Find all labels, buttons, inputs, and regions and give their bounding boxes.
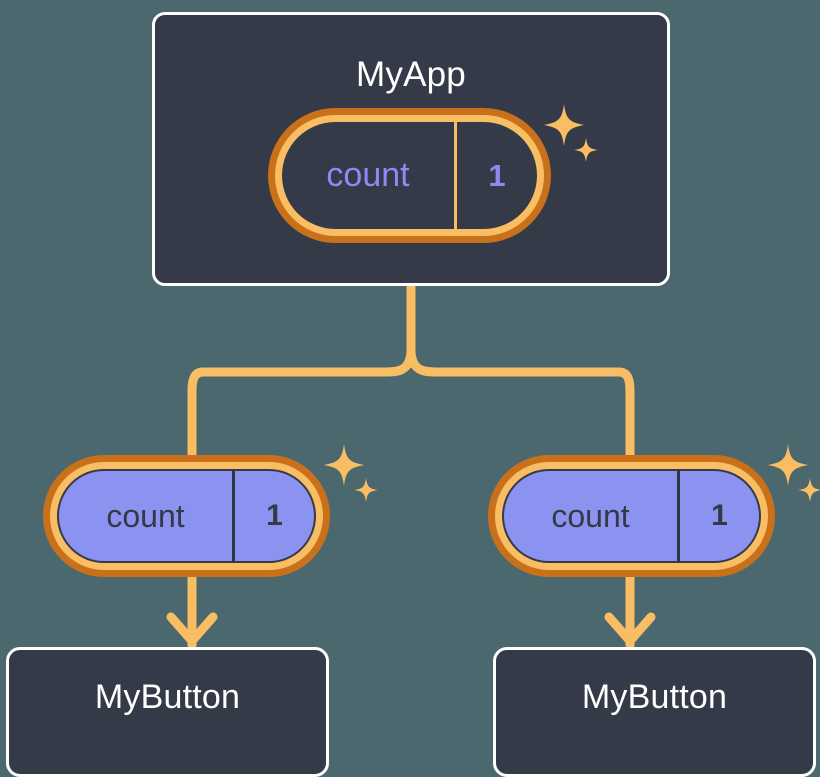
state-key: count [551,497,630,534]
component-label: MyButton [94,678,241,716]
state-pill-body: count 1 [57,469,316,563]
state-pill-ring: count 1 [275,115,544,236]
component-label: MyButton [581,678,728,716]
state-key: count [326,156,410,194]
arrow-down-icon-left [166,612,218,646]
component-card-mybutton-left[interactable]: MyButton [6,647,329,777]
connector-branch-right [406,345,635,475]
page-title: MyApp [356,55,466,94]
connector-branch-left [187,345,416,475]
state-key: count [106,497,185,534]
component-card-mybutton-right[interactable]: MyButton [493,647,816,777]
state-pill-body: count 1 [282,122,537,229]
state-value: 1 [677,471,759,561]
state-value: 1 [232,471,314,561]
state-pill-child-right[interactable]: count 1 [488,455,775,577]
state-pill-ring: count 1 [50,462,323,570]
state-pill-root[interactable]: count 1 [268,108,551,243]
arrow-down-icon-right [604,612,656,646]
state-value: 1 [454,122,537,229]
state-pill-body: count 1 [502,469,761,563]
state-pill-child-left[interactable]: count 1 [43,455,330,577]
state-pill-ring: count 1 [495,462,768,570]
